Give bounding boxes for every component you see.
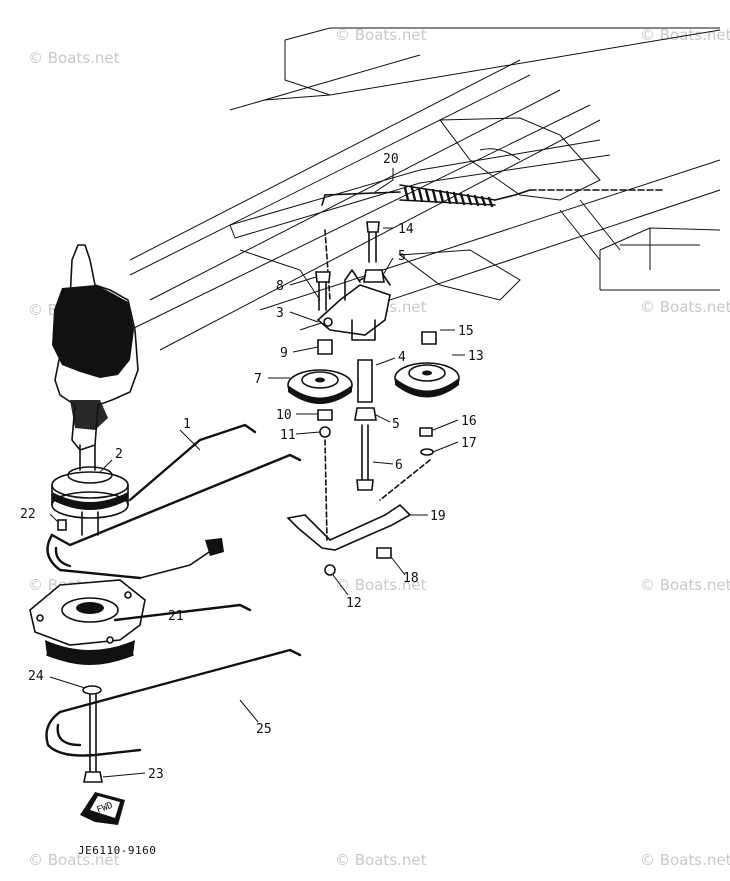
watermark: © Boats.net <box>640 851 730 869</box>
watermark: © Boats.net <box>335 576 427 594</box>
nut-12 <box>324 564 336 576</box>
part-label-14: 14 <box>398 222 414 237</box>
part-label-3: 3 <box>276 306 284 321</box>
part-label-19: 19 <box>430 509 446 524</box>
pto-clutch-21 <box>29 579 146 665</box>
part-label-24: 24 <box>28 669 44 684</box>
watermarks: © Boats.net © Boats.net © Boats.net © Bo… <box>28 26 730 869</box>
part-label-7: 7 <box>254 372 262 387</box>
shaft-4 <box>351 319 376 403</box>
watermark: © Boats.net <box>640 298 730 316</box>
nut-11 <box>319 426 331 438</box>
watermark: © Boats.net <box>335 26 427 44</box>
part-label-6: 6 <box>395 458 403 473</box>
part-label-22: 22 <box>20 507 36 522</box>
bushing-5-upper <box>363 269 385 283</box>
part-label-9: 9 <box>280 346 288 361</box>
frame <box>129 27 721 351</box>
part-label-1: 1 <box>183 417 191 432</box>
part-label-25: 25 <box>256 722 272 737</box>
drawing-code: JE6110-9160 <box>78 844 156 857</box>
bolt-14 <box>366 221 380 263</box>
part-label-21: 21 <box>168 609 184 624</box>
part-label-18: 18 <box>403 571 419 586</box>
part-label-11: 11 <box>280 428 296 443</box>
part-label-10: 10 <box>276 408 292 423</box>
bolt-23 <box>83 771 103 783</box>
watermark: © Boats.net <box>28 851 120 869</box>
part-labels: 20 14 5 8 3 15 9 4 13 7 10 5 16 11 6 17 … <box>20 152 484 782</box>
bushing-5-lower <box>354 407 377 421</box>
belt-1 <box>46 423 302 580</box>
leader-lines <box>49 168 465 778</box>
collar-15 <box>421 331 437 345</box>
bracket-19 <box>286 439 431 551</box>
nut-16 <box>419 427 433 437</box>
engine-crankshaft <box>52 244 139 471</box>
watermark: © Boats.net <box>335 851 427 869</box>
fwd-arrow-icon: FWD <box>80 792 125 825</box>
part-label-8: 8 <box>276 279 284 294</box>
spacer-9 <box>317 339 333 355</box>
bolt-8 <box>315 271 331 311</box>
part-label-17: 17 <box>461 436 477 451</box>
idler-pulley-13 <box>394 362 460 398</box>
part-label-16: 16 <box>461 414 477 429</box>
engine-pulley-2 <box>51 466 129 536</box>
part-label-5: 5 <box>398 249 406 264</box>
part-label-23: 23 <box>148 767 164 782</box>
part-label-4: 4 <box>398 350 406 365</box>
nut-18 <box>376 547 392 559</box>
bolt-6 <box>356 424 374 491</box>
washer-24 <box>82 685 102 695</box>
washer-17 <box>420 448 434 456</box>
part-label-12: 12 <box>346 596 362 611</box>
part-label-2: 2 <box>115 447 123 462</box>
spring-20 <box>321 184 666 208</box>
part-label-13: 13 <box>468 349 484 364</box>
key-22 <box>57 519 67 531</box>
part-label-5-lower: 5 <box>392 417 400 432</box>
nut-10 <box>317 409 333 421</box>
part-label-15: 15 <box>458 324 474 339</box>
watermark: © Boats.net <box>28 49 120 67</box>
watermark: © Boats.net <box>640 576 730 594</box>
idler-pulley-7 <box>287 369 353 404</box>
part-label-20: 20 <box>383 152 399 167</box>
